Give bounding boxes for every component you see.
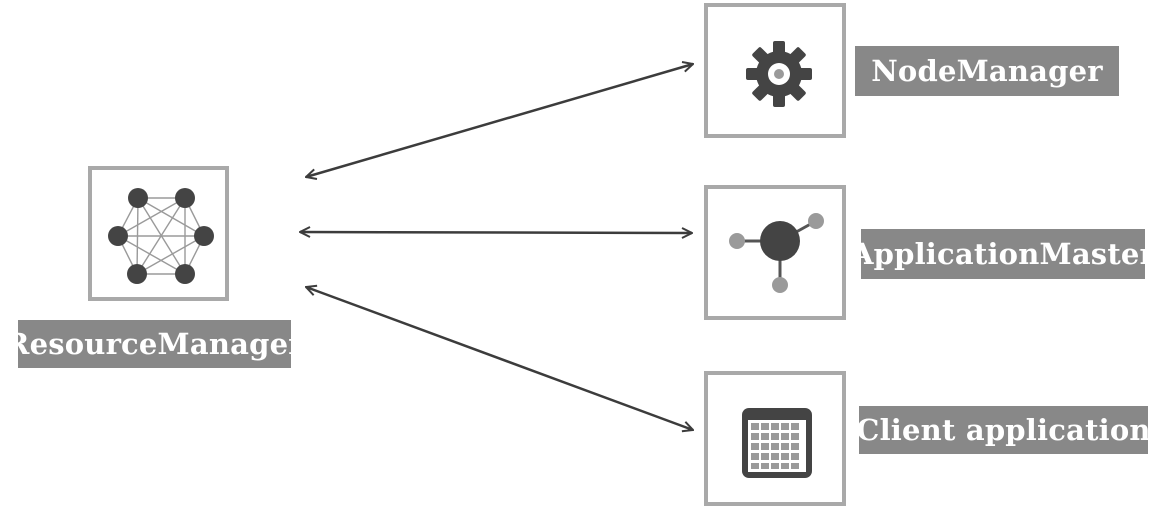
arrow-resourcemanager-clientapplication <box>306 287 693 430</box>
molecule-icon <box>729 213 824 293</box>
arrow-resourcemanager-applicationmaster <box>300 232 692 233</box>
applicationmaster-node <box>704 185 846 320</box>
arrow-resourcemanager-nodemanager <box>306 64 693 177</box>
gear-icon <box>746 41 812 107</box>
clientapplication-label: Client application <box>856 406 1151 454</box>
resourcemanager-node <box>88 166 229 301</box>
resourcemanager-label: ResourceManager <box>5 320 304 368</box>
network-mesh-icon <box>108 188 214 284</box>
applicationmaster-label: ApplicationMaster <box>851 229 1155 279</box>
calendar-grid-icon <box>742 408 812 478</box>
clientapplication-node <box>704 371 846 506</box>
nodemanager-node <box>704 3 846 138</box>
nodemanager-label: NodeManager <box>855 46 1119 96</box>
